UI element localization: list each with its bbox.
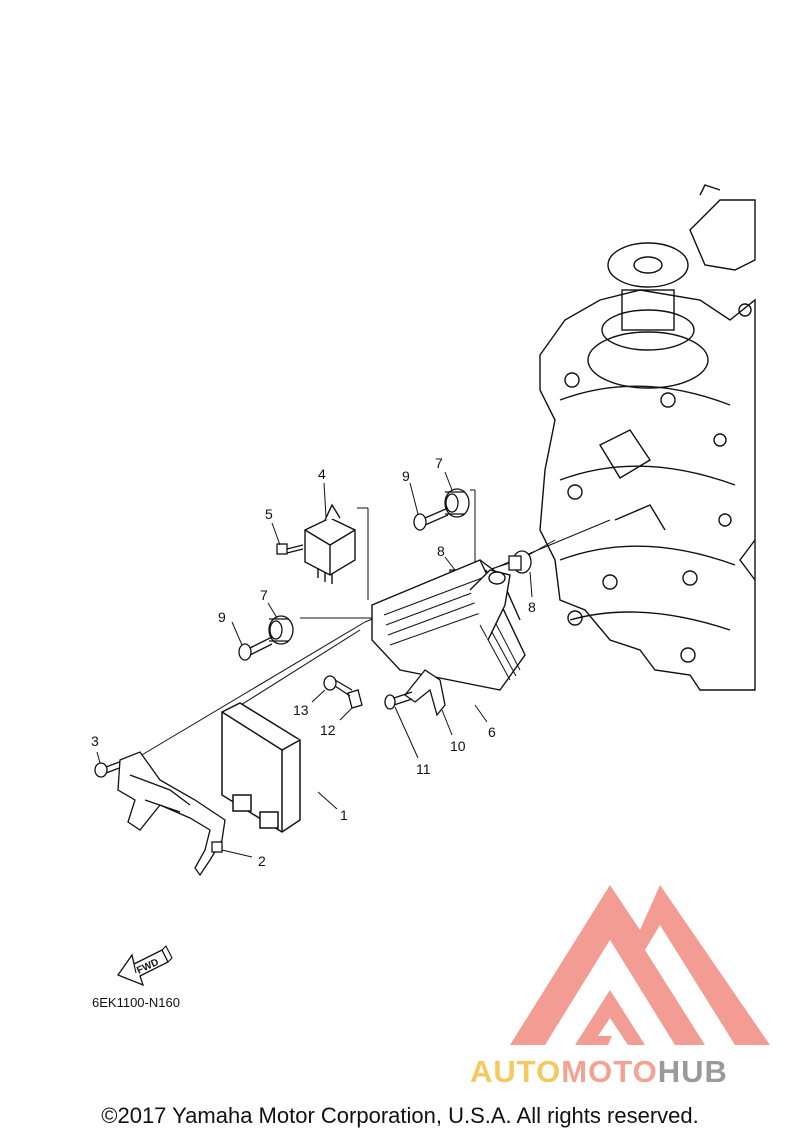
callout-9-upper: 9 xyxy=(402,468,410,484)
callout-9-lower: 9 xyxy=(218,609,226,625)
bolt-part-9-upper xyxy=(413,507,449,531)
callout-numbers: 1 2 3 4 5 6 7 7 8 8 9 9 10 11 12 13 xyxy=(91,455,536,869)
automotohub-wordmark: AUTOMOTOHUB xyxy=(470,1054,728,1090)
relay-part-4 xyxy=(304,503,356,584)
rectifier-part-6 xyxy=(371,559,526,691)
bolt-part-3 xyxy=(94,760,123,778)
callout-7-upper: 7 xyxy=(435,455,443,471)
clip-part-12 xyxy=(347,689,363,709)
callout-13: 13 xyxy=(293,702,309,718)
copyright-notice: ©2017 Yamaha Motor Corporation, U.S.A. A… xyxy=(101,1103,699,1128)
bolt-part-9-lower xyxy=(238,636,273,661)
callout-4: 4 xyxy=(318,466,326,482)
bracket-part-2 xyxy=(117,751,226,877)
wordmark-hub: HUB xyxy=(657,1054,728,1089)
automotohub-logo-mark xyxy=(510,885,770,1045)
callout-8-right: 8 xyxy=(528,599,536,615)
callout-1: 1 xyxy=(340,807,348,823)
callout-12: 12 xyxy=(320,722,336,738)
grommet-part-7-lower xyxy=(268,615,294,645)
callout-5: 5 xyxy=(265,506,273,522)
engine-block xyxy=(539,184,756,691)
screw-part-13 xyxy=(323,675,353,697)
callout-7-lower: 7 xyxy=(260,587,268,603)
callout-6: 6 xyxy=(488,724,496,740)
callout-10: 10 xyxy=(450,738,466,754)
callout-11: 11 xyxy=(416,761,431,777)
ecm-part-1 xyxy=(221,702,301,833)
wordmark-auto: AUTO xyxy=(470,1054,562,1089)
assembly-lines xyxy=(129,489,611,763)
screw-part-11 xyxy=(384,691,413,710)
grommet-part-7-upper xyxy=(444,488,470,518)
fwd-arrow: FWD xyxy=(116,945,173,987)
callout-3: 3 xyxy=(91,733,99,749)
wordmark-moto: MOTO xyxy=(561,1054,658,1089)
bolt-part-5 xyxy=(276,543,304,555)
callout-2: 2 xyxy=(258,853,266,869)
callout-leaders xyxy=(96,471,533,858)
part-code: 6EK1100-N160 xyxy=(92,995,180,1010)
collar-part-8-right xyxy=(508,550,532,574)
bracket-part-10 xyxy=(404,669,446,717)
fwd-label: FWD xyxy=(135,957,160,977)
callout-8-left: 8 xyxy=(437,543,445,559)
